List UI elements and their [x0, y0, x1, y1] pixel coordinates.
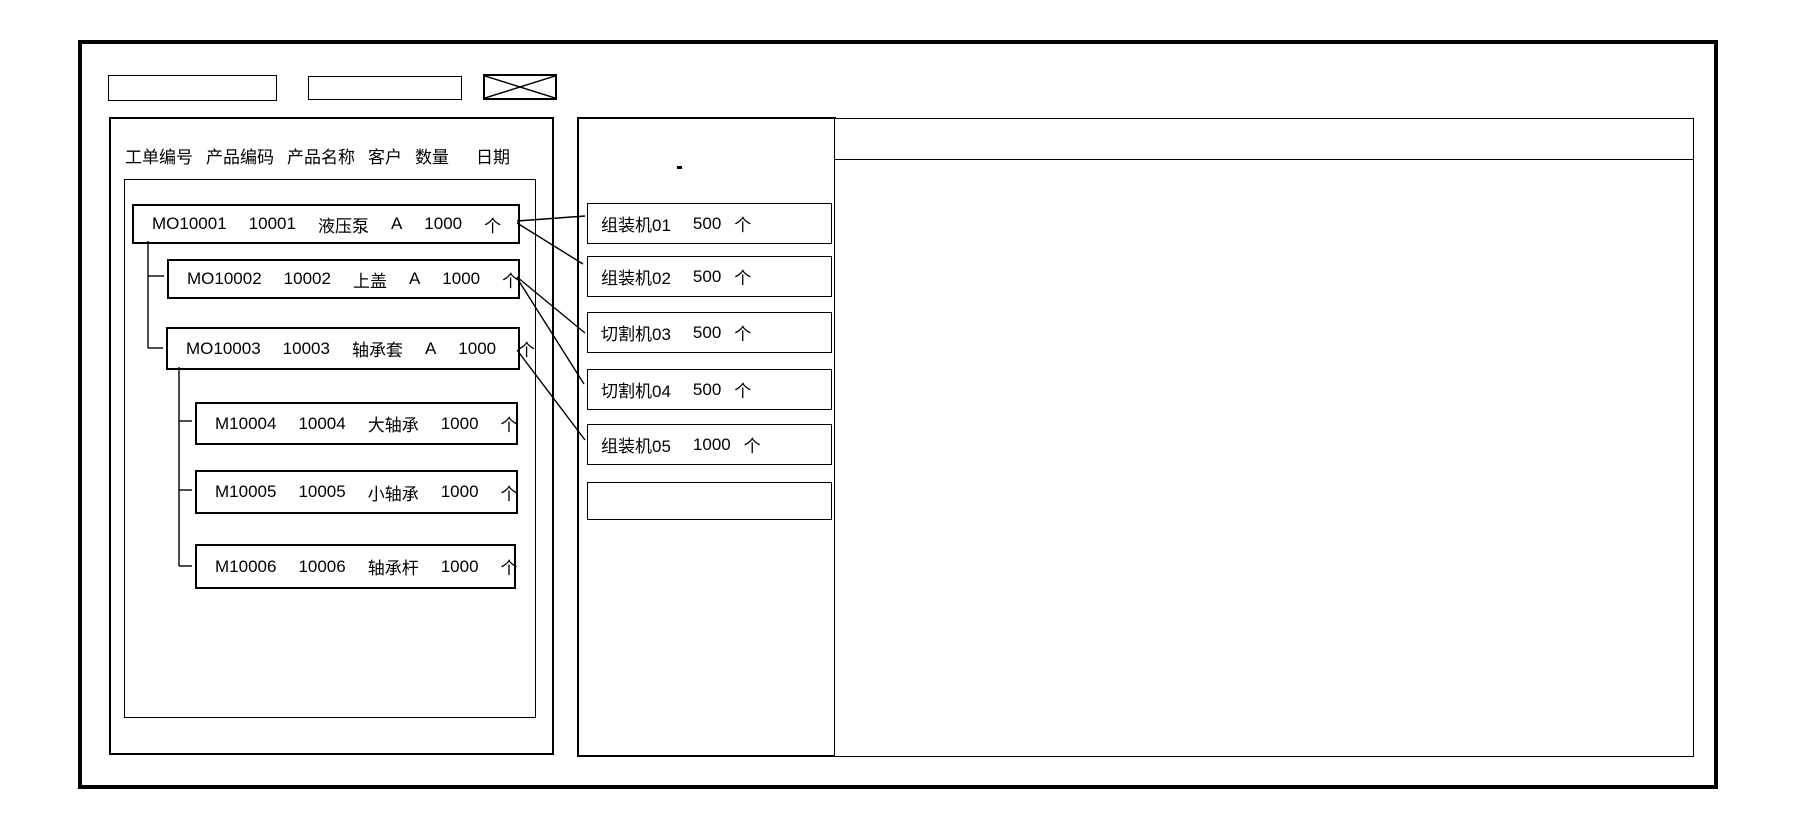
product-name: 轴承杆: [367, 559, 419, 578]
machine-row-3[interactable]: 切割机03 500 个: [587, 312, 832, 353]
machine-name: 组装机05: [601, 437, 671, 456]
product-code: 10005: [298, 482, 346, 501]
qty: 1000: [442, 269, 481, 288]
x-cross-lines: [485, 76, 555, 98]
product-name: 上盖: [352, 271, 387, 291]
order-no: MO10002: [187, 269, 262, 288]
product-name: 小轴承: [367, 484, 419, 504]
machine-row-1[interactable]: 组装机01 500 个: [587, 203, 832, 244]
machine-name: 切割机03: [601, 325, 671, 344]
order-no: MO10003: [186, 338, 261, 358]
unit: 个: [484, 216, 502, 236]
machine-panel: 组装机01 500 个 组装机02 500 个 切割机03 500 个 切割机0…: [577, 117, 836, 757]
order-no: M10005: [215, 482, 277, 501]
machine-row-4[interactable]: 切割机04 500 个: [587, 369, 832, 410]
product-name: 大轴承: [367, 416, 419, 435]
product-code: 10003: [282, 338, 330, 358]
customer: A: [424, 338, 437, 358]
machine-qty: 500: [692, 379, 722, 399]
order-row-mo10001[interactable]: MO10001 10001 液压泵 A 1000 个: [132, 204, 520, 244]
column-header-product-name: 产品名称: [287, 148, 355, 167]
machine-unit: 个: [743, 437, 761, 456]
unit: 个: [518, 341, 536, 360]
order-row-m10005[interactable]: M10005 10005 小轴承 1000 个: [195, 470, 518, 514]
machine-unit: 个: [734, 269, 752, 288]
qty: 1000: [440, 482, 479, 501]
column-header-row: 工单编号 产品编码 产品名称 客户 数量 日期: [125, 143, 510, 168]
product-name: 液压泵: [317, 216, 369, 236]
qty: 1000: [458, 338, 497, 358]
order-row-mo10002[interactable]: MO10002 10002 上盖 A 1000 个: [167, 259, 520, 299]
order-no: MO10001: [152, 214, 227, 233]
machine-unit: 个: [734, 325, 752, 344]
qty: 1000: [424, 214, 463, 233]
machine-qty: 500: [692, 322, 722, 342]
unit: 个: [500, 416, 518, 435]
customer: A: [408, 269, 421, 288]
product-code: 10002: [283, 269, 331, 288]
order-no: M10004: [215, 413, 277, 433]
order-row-m10006[interactable]: M10006 10006 轴承杆 1000 个: [195, 544, 518, 589]
machine-row-2[interactable]: 组装机02 500 个: [587, 256, 832, 297]
product-code: 10006: [298, 556, 346, 576]
product-code: 10004: [298, 413, 346, 433]
unit: 个: [500, 559, 518, 578]
machine-slot-empty[interactable]: [587, 482, 832, 520]
machine-row-5[interactable]: 组装机05 1000 个: [587, 424, 832, 465]
customer: A: [390, 214, 403, 233]
order-row-m10004[interactable]: M10004 10004 大轴承 1000 个: [195, 402, 518, 445]
machine-name: 组装机01: [601, 216, 671, 235]
unit: 个: [500, 484, 518, 504]
column-header-product-code: 产品编码: [206, 148, 274, 167]
stray-dot: [677, 166, 682, 169]
top-input-box-1[interactable]: [108, 75, 277, 101]
work-order-panel: 工单编号 产品编码 产品名称 客户 数量 日期 MO10001 10001 液压…: [109, 117, 554, 755]
column-header-date: 日期: [476, 148, 510, 167]
qty: 1000: [440, 413, 479, 433]
column-header-qty: 数量: [415, 148, 449, 167]
machine-name: 组装机02: [601, 269, 671, 288]
close-icon[interactable]: [483, 74, 557, 100]
order-row-mo10003[interactable]: MO10003 10003 轴承套 A 1000 个: [166, 327, 535, 370]
machine-qty: 500: [692, 213, 722, 233]
machine-qty: 500: [692, 266, 722, 286]
unit: 个: [502, 271, 520, 291]
detail-panel: [834, 118, 1694, 757]
top-input-box-2[interactable]: [308, 76, 462, 100]
product-code: 10001: [248, 214, 296, 233]
machine-name: 切割机04: [601, 382, 671, 401]
order-no: M10006: [215, 556, 277, 576]
column-header-order-no: 工单编号: [125, 148, 193, 167]
machine-unit: 个: [734, 382, 752, 401]
column-header-customer: 客户: [368, 148, 402, 167]
order-tree-container: MO10001 10001 液压泵 A 1000 个 MO10002 10002…: [124, 179, 536, 718]
detail-panel-header: [835, 119, 1693, 160]
qty: 1000: [440, 556, 479, 576]
machine-qty: 1000: [692, 434, 731, 454]
product-name: 轴承套: [351, 341, 403, 360]
machine-unit: 个: [734, 216, 752, 235]
